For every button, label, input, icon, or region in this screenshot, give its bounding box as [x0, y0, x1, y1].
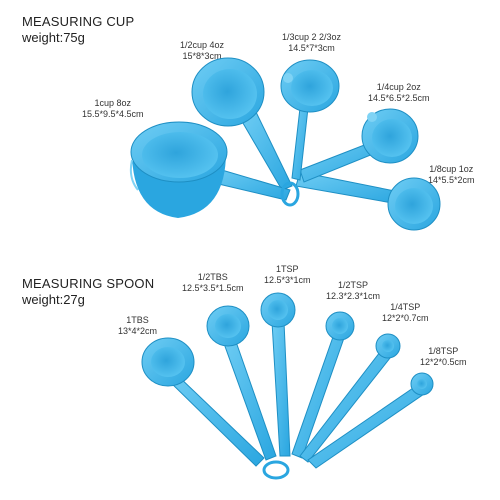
cup-section-weight: weight:75g: [22, 30, 85, 45]
cup-dims: 15*8*3cm: [182, 51, 222, 61]
cup-ring: [280, 181, 300, 207]
spoon-name: 1/2TSP: [338, 280, 369, 290]
spoon-dims: 13*4*2cm: [118, 326, 158, 336]
spoon-quarter-tsp: [299, 333, 401, 463]
spoon-dims: 12*2*0.5cm: [420, 357, 467, 367]
cup-third: [280, 59, 340, 181]
spoon-label-4: 1/2TSP 12.3*2.3*1cm: [326, 280, 380, 302]
spoon-dims: 12.3*2.3*1cm: [326, 291, 381, 301]
cup-name: 1/4cup 2oz: [376, 82, 421, 92]
spoon-label-5: 1/4TSP 12*2*0.7cm: [382, 302, 429, 324]
spoon-eighth-tsp: [307, 372, 434, 469]
cup-name: 1cup 8oz: [94, 98, 132, 108]
cup-section-title: MEASURING CUP: [22, 14, 135, 29]
spoon-1tsp: [260, 292, 296, 457]
cup-one: [129, 121, 291, 218]
cup-name: 1/3cup 2 2/3oz: [282, 32, 342, 42]
cup-label-1: 1cup 8oz 15.5*9.5*4.5cm: [82, 98, 144, 120]
cup-half: [191, 57, 293, 191]
cup-eighth: [295, 171, 441, 231]
spoon-dims: 12*2*0.7cm: [382, 313, 429, 323]
cup-label-2: 1/2cup 4oz 15*8*3cm: [180, 40, 224, 62]
spoon-label-2: 1/2TBS 12.5*3.5*1.5cm: [182, 272, 244, 294]
spoon-1tbs: [141, 337, 265, 467]
spoon-dims: 12.5*3.5*1.5cm: [182, 283, 244, 293]
cup-label-3: 1/3cup 2 2/3oz 14.5*7*3cm: [282, 32, 341, 54]
cup-name: 1/8cup 1oz: [429, 164, 474, 174]
spoon-half-tbs: [206, 305, 277, 461]
spoon-label-6: 1/8TSP 12*2*0.5cm: [420, 346, 467, 368]
cup-dims: 15.5*9.5*4.5cm: [82, 109, 144, 119]
cup-dims: 14.5*7*3cm: [288, 43, 335, 53]
cup-label-4: 1/4cup 2oz 14.5*6.5*2.5cm: [368, 82, 430, 104]
cup-dims: 14.5*6.5*2.5cm: [368, 93, 430, 103]
spoon-name: 1/8TSP: [428, 346, 459, 356]
cup-quarter: [299, 108, 419, 183]
spoon-dims: 12.5*3*1cm: [264, 275, 311, 285]
spoon-name: 1TSP: [276, 264, 299, 274]
spoon-name: 1/2TBS: [197, 272, 228, 282]
spoon-ring: [262, 460, 290, 480]
spoon-section-title: MEASURING SPOON: [22, 276, 155, 291]
cup-name: 1/2cup 4oz: [180, 40, 225, 50]
spoon-label-1: 1TBS 13*4*2cm: [118, 315, 157, 337]
cup-dims: 14*5.5*2cm: [428, 175, 475, 185]
spoon-half-tsp: [291, 311, 355, 459]
spoon-section-weight: weight:27g: [22, 292, 85, 307]
spoon-name: 1/4TSP: [390, 302, 421, 312]
cup-label-5: 1/8cup 1oz 14*5.5*2cm: [428, 164, 475, 186]
spoon-name: 1TBS: [126, 315, 149, 325]
spoon-label-3: 1TSP 12.5*3*1cm: [264, 264, 311, 286]
